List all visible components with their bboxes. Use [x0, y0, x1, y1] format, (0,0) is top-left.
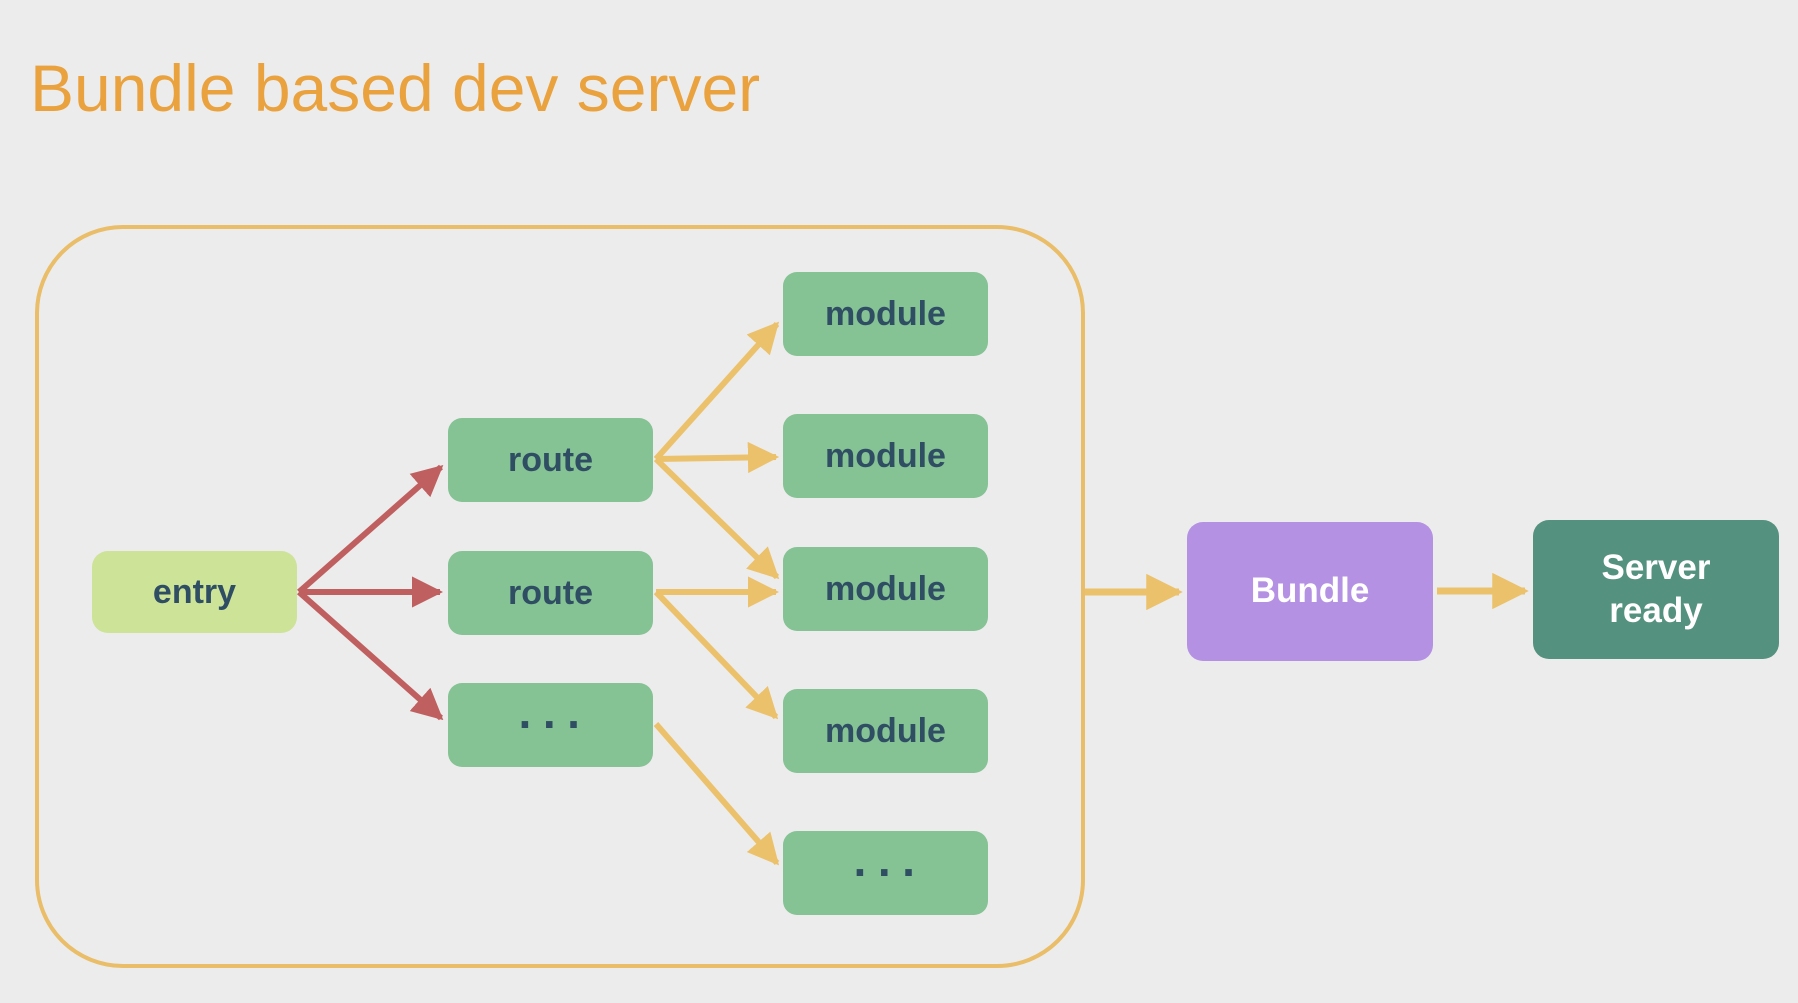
route-node-2: route [448, 551, 653, 635]
module-node-1: module [783, 272, 988, 356]
server-ready-node-label: Server ready [1601, 547, 1711, 630]
module-node-ellipsis-label: ··· [853, 846, 927, 899]
route-node-2-label: route [508, 573, 593, 612]
module-node-2-label: module [825, 436, 946, 475]
entry-node: entry [92, 551, 297, 633]
page-title: Bundle based dev server [30, 51, 761, 125]
route-node-1: route [448, 418, 653, 502]
module-node-3-label: module [825, 569, 946, 608]
module-node-4-label: module [825, 711, 946, 750]
route-node-ellipsis-label: ··· [518, 698, 592, 751]
module-node-2: module [783, 414, 988, 498]
bundle-node-label: Bundle [1250, 571, 1370, 611]
module-node-1-label: module [825, 294, 946, 333]
server-ready-node: Server ready [1533, 520, 1779, 659]
route-node-1-label: route [508, 440, 593, 479]
module-node-3: module [783, 547, 988, 631]
route-node-ellipsis: ··· [448, 683, 653, 767]
module-node-ellipsis: ··· [783, 831, 988, 915]
module-node-4: module [783, 689, 988, 773]
dev-server-boundary-box [35, 225, 1085, 968]
entry-node-label: entry [152, 572, 237, 611]
bundle-node: Bundle [1187, 522, 1433, 661]
